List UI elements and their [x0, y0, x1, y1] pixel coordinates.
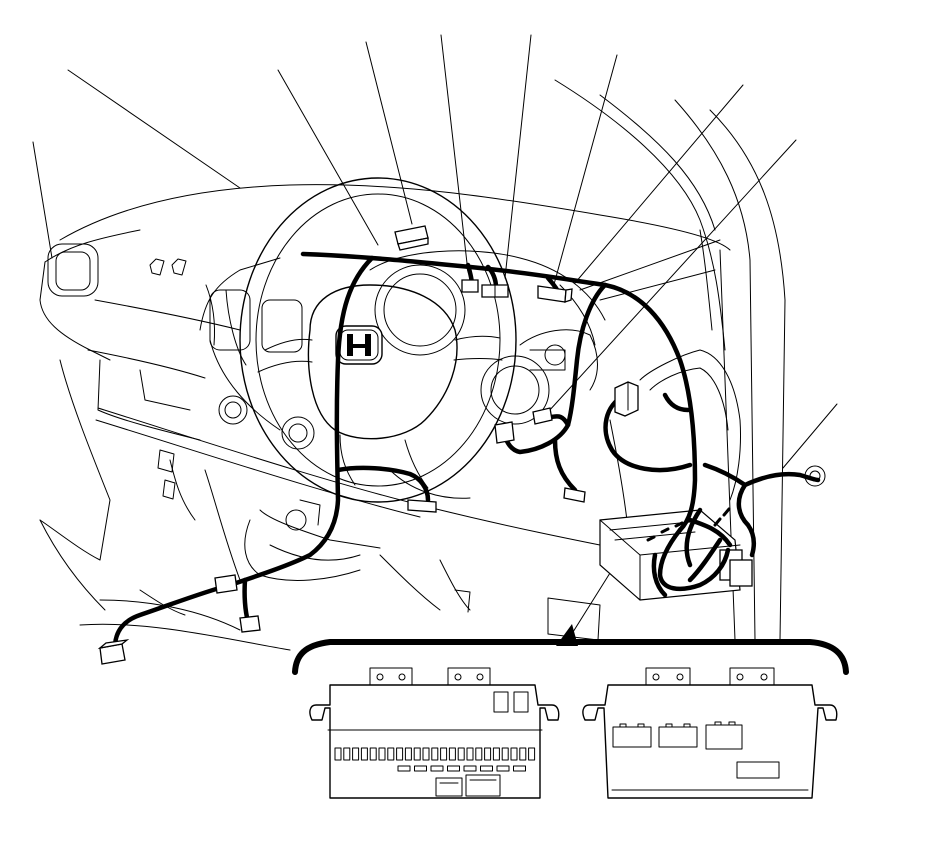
fuse-cell: [466, 747, 474, 761]
callout-leader-2: [67, 69, 241, 189]
connector-left-end: [97, 639, 130, 665]
fuse-slot: [480, 765, 493, 772]
fuse-cell: [404, 747, 412, 761]
fuse-cell: [387, 747, 395, 761]
fuse-box-front-view: [309, 667, 560, 799]
steering-wheel-rim: [239, 177, 517, 503]
connector-steering-top: [394, 225, 429, 251]
fuse-cell: [343, 747, 351, 761]
fuse-cell: [422, 747, 430, 761]
fuse-cell: [492, 747, 500, 761]
airbag-pad: [307, 284, 458, 440]
callout-leader-8: [574, 84, 744, 284]
callout-leader-4: [365, 41, 413, 225]
fuse-cell: [528, 747, 536, 761]
fuse-slot: [430, 765, 444, 772]
connector-cluster-1: [461, 279, 479, 293]
fuse-cell: [457, 747, 465, 761]
callout-leader-11: [567, 572, 611, 641]
connector-cluster-3: [537, 285, 573, 303]
callout-leader-9: [547, 139, 797, 413]
wire-harness: [112, 251, 821, 648]
callout-leader-3: [277, 69, 379, 246]
connector-console: [239, 615, 261, 633]
fuse-cell: [352, 747, 360, 761]
fuse-cell: [413, 747, 421, 761]
fuse-slot: [496, 765, 510, 772]
fuse-slot: [513, 765, 526, 772]
steering-wheel: [239, 177, 517, 503]
callout-leader-6: [504, 34, 532, 279]
hvac-knob-center: [281, 416, 315, 450]
honda-h-logo-icon: [335, 325, 383, 365]
fuse-cell: [440, 747, 448, 761]
fuse-cell: [448, 747, 456, 761]
hvac-knob-left: [218, 395, 248, 425]
fuse-slot: [397, 765, 411, 772]
fuse-cell: [484, 747, 492, 761]
center-vent-left: [209, 289, 251, 351]
fuse-slot: [447, 765, 460, 772]
fuse-box-rear-view: [582, 667, 838, 799]
callout-leader-7: [552, 54, 618, 289]
callout-leader-10: [782, 403, 838, 469]
center-vent-right: [261, 299, 303, 353]
fuse-cell: [396, 747, 404, 761]
harness-left-branch: [112, 255, 375, 648]
harness-connectors: [97, 225, 639, 665]
fuse-cell: [519, 747, 527, 761]
detail-inset: [292, 624, 849, 799]
callout-leader-1: [32, 141, 53, 259]
harness-main-trunk: [300, 251, 698, 533]
connector-under-wheel: [407, 499, 437, 513]
dashboard-outline: [39, 184, 731, 651]
speedometer-gauge: [374, 264, 466, 356]
fuse-cell: [501, 747, 509, 761]
fuse-cell: [475, 747, 483, 761]
fuse-slot: [414, 765, 427, 772]
connector-center-small: [532, 407, 553, 425]
connector-lower-gauge: [494, 421, 515, 444]
fuse-cell: [378, 747, 386, 761]
fuse-cell: [431, 747, 439, 761]
callout-leaders: [32, 34, 838, 641]
fuse-cell: [360, 747, 368, 761]
fuse-cell: [369, 747, 377, 761]
fuse-cell: [510, 747, 518, 761]
fuse-row: [334, 747, 536, 761]
connector-console-upper: [214, 574, 238, 594]
fuse-cell: [334, 747, 342, 761]
callout-leader-5: [440, 34, 469, 273]
fuse-slot: [463, 765, 477, 772]
connector-center-right: [614, 381, 639, 417]
left-side-vent: [47, 243, 99, 297]
connector-under-cluster: [563, 487, 586, 503]
connector-cluster-2: [481, 284, 509, 298]
